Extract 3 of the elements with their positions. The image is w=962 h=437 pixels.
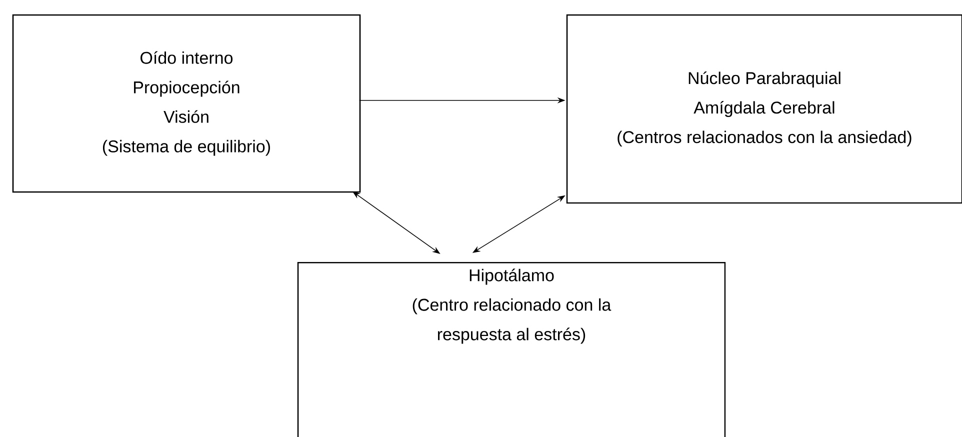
text-box: Oído interno Propiocepción Visión (Sistema de equilibrio) <box>12 14 361 193</box>
text-box: Núcleo Parabraquial Amígdala Cerebral (Centros relacionados con la ansiedad) <box>566 14 962 204</box>
text-box: Hipotálamo (Centro relacionado con la respuesta al estrés) <box>297 262 726 437</box>
